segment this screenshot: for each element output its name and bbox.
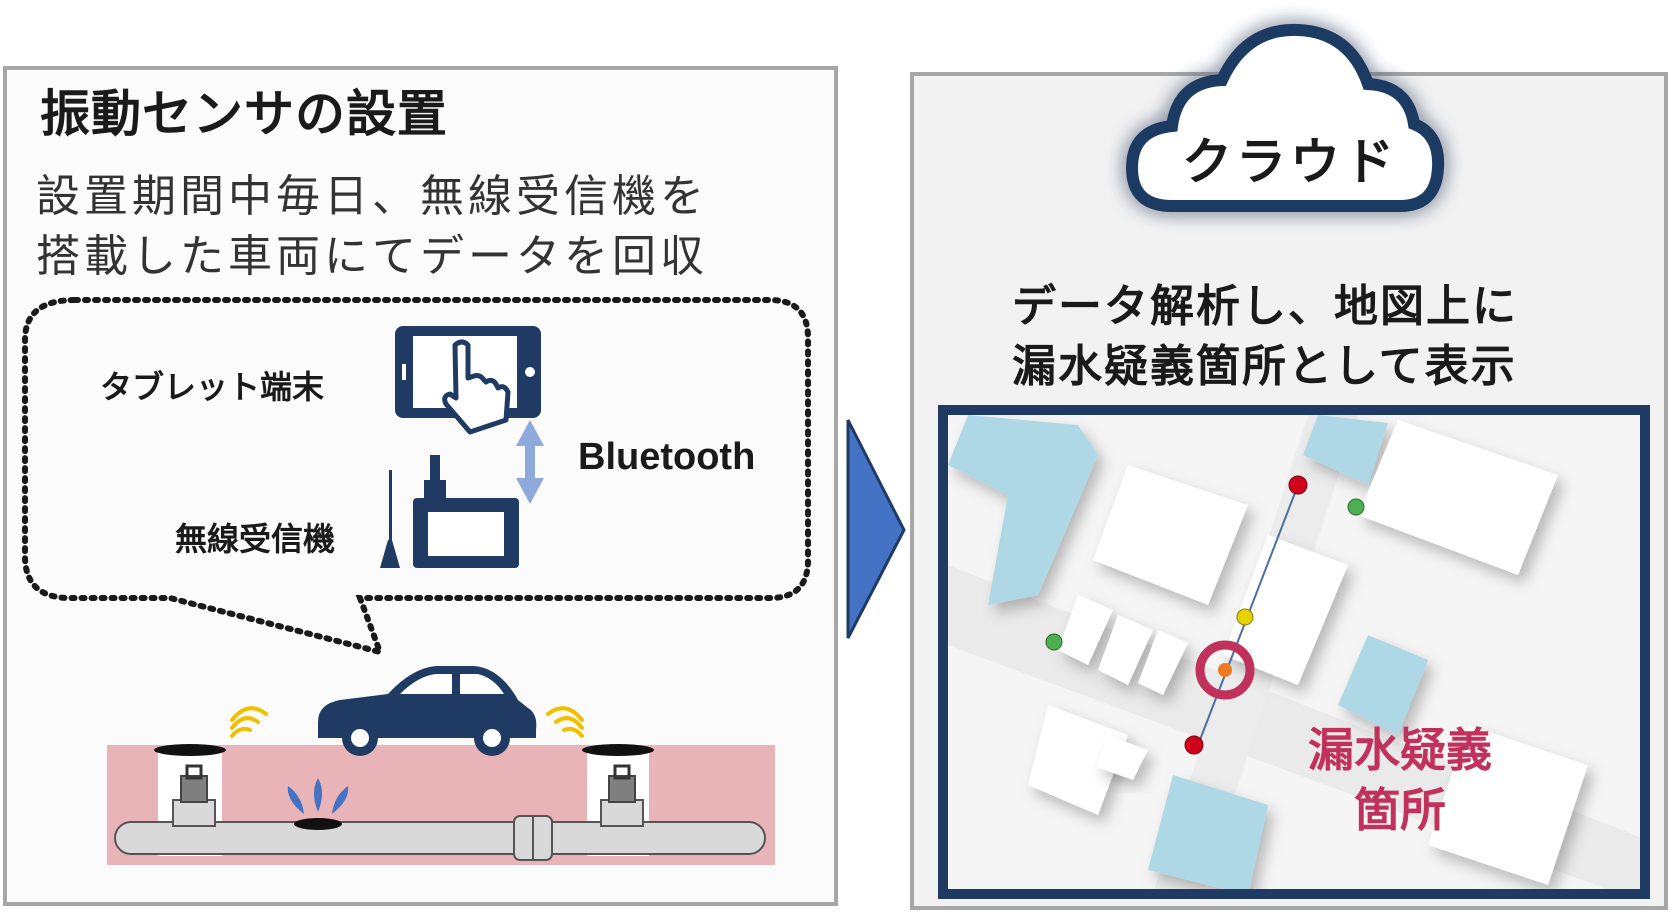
building-6 [1138,630,1188,695]
sensor-yellow [1236,608,1254,626]
sensor-red-1 [1288,475,1308,495]
building-9 [1428,725,1588,885]
building-8 [1096,735,1148,780]
building-3 [1223,535,1348,685]
leak-point [1218,663,1232,677]
building-water-2 [1303,415,1388,485]
right-panel-description-line1: データ解析し、地図上に [1012,281,1518,332]
building-7 [1028,705,1128,815]
tablet-label: タブレット端末 [100,368,325,406]
leak-label-line2: 箇所 [1354,783,1446,837]
map-canvas [948,415,1640,889]
building-water-3 [1338,635,1428,735]
leak-label: 漏水疑義 箇所 [1280,720,1520,840]
sensor-red-2 [1184,735,1204,755]
building-5 [1098,615,1153,685]
leak-ring [1195,640,1255,700]
building-water-1 [948,415,1098,605]
cloud-label: クラウド [1182,133,1398,191]
right-panel-description-line2: 漏水疑義箇所として表示 [1012,341,1517,392]
building-2 [1358,420,1558,575]
bluetooth-label: Bluetooth [578,436,756,478]
sensor-green-2 [1045,633,1063,651]
leak-label-line1: 漏水疑義 [1308,723,1492,777]
map [938,405,1650,899]
receiver-label: 無線受信機 [175,520,336,558]
building-1 [1093,465,1248,605]
sensor-green-1 [1347,498,1365,516]
left-panel-description-line1: 設置期間中毎日、無線受信機を [36,171,708,222]
building-4 [1058,595,1113,665]
left-panel-title: 振動センサの設置 [40,85,448,143]
left-panel-description-line2: 搭載した車両にてデータを回収 [36,231,708,282]
building-water-4 [1148,775,1268,889]
flow-arrow [846,419,906,639]
